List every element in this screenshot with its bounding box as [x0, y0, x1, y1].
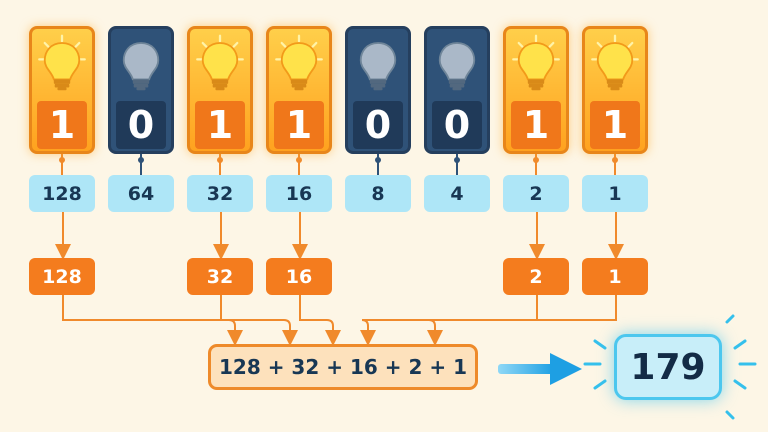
- bit-card-1: 0: [108, 26, 174, 154]
- active-value-box: 1: [582, 258, 648, 295]
- bit-card-7: 1: [582, 26, 648, 154]
- unlit-lightbulb-icon: [348, 29, 408, 97]
- bit-value: 0: [353, 101, 403, 149]
- connector-dot: [59, 157, 65, 163]
- bit-value: 1: [195, 101, 245, 149]
- result-sparkle-icon: [583, 314, 757, 420]
- bit-card-6: 1: [503, 26, 569, 154]
- bit-value: 1: [590, 101, 640, 149]
- connector-line: [360, 295, 538, 346]
- bit-value: 0: [116, 101, 166, 149]
- connector-dot: [296, 157, 302, 163]
- unlit-lightbulb-icon: [427, 29, 487, 97]
- lit-lightbulb-icon: [585, 29, 645, 97]
- result-box: 179: [614, 334, 722, 400]
- connector-line: [62, 295, 243, 346]
- bit-value: 1: [274, 101, 324, 149]
- place-value-box: 32: [187, 175, 253, 212]
- sum-expression-box: 128 + 32 + 16 + 2 + 1: [208, 344, 478, 390]
- bit-value: 0: [432, 101, 482, 149]
- lit-lightbulb-icon: [190, 29, 250, 97]
- right-arrow-icon: [498, 353, 582, 385]
- place-value-box: 128: [29, 175, 95, 212]
- connector-line: [427, 295, 617, 346]
- place-value-box: 8: [345, 175, 411, 212]
- result-value: 179: [630, 346, 706, 388]
- connector-dot: [375, 157, 381, 163]
- bit-value: 1: [37, 101, 87, 149]
- bit-card-2: 1: [187, 26, 253, 154]
- place-value-box: 1: [582, 175, 648, 212]
- connector-dot: [533, 157, 539, 163]
- bit-card-0: 1: [29, 26, 95, 154]
- active-value-box: 16: [266, 258, 332, 295]
- lit-lightbulb-icon: [506, 29, 566, 97]
- place-value-box: 64: [108, 175, 174, 212]
- place-value-box: 2: [503, 175, 569, 212]
- connector-line: [299, 295, 341, 346]
- bit-card-4: 0: [345, 26, 411, 154]
- connector-dot: [454, 157, 460, 163]
- place-value-box: 4: [424, 175, 490, 212]
- lit-lightbulb-icon: [269, 29, 329, 97]
- lit-lightbulb-icon: [32, 29, 92, 97]
- sum-expression-text: 128 + 32 + 16 + 2 + 1: [219, 355, 467, 379]
- connector-dot: [217, 157, 223, 163]
- active-value-box: 128: [29, 258, 95, 295]
- active-value-box: 32: [187, 258, 253, 295]
- bit-card-5: 0: [424, 26, 490, 154]
- place-value-box: 16: [266, 175, 332, 212]
- bit-card-3: 1: [266, 26, 332, 154]
- connector-dot: [138, 157, 144, 163]
- connector-line: [220, 295, 298, 346]
- connector-dot: [612, 157, 618, 163]
- bit-value: 1: [511, 101, 561, 149]
- active-value-box: 2: [503, 258, 569, 295]
- unlit-lightbulb-icon: [111, 29, 171, 97]
